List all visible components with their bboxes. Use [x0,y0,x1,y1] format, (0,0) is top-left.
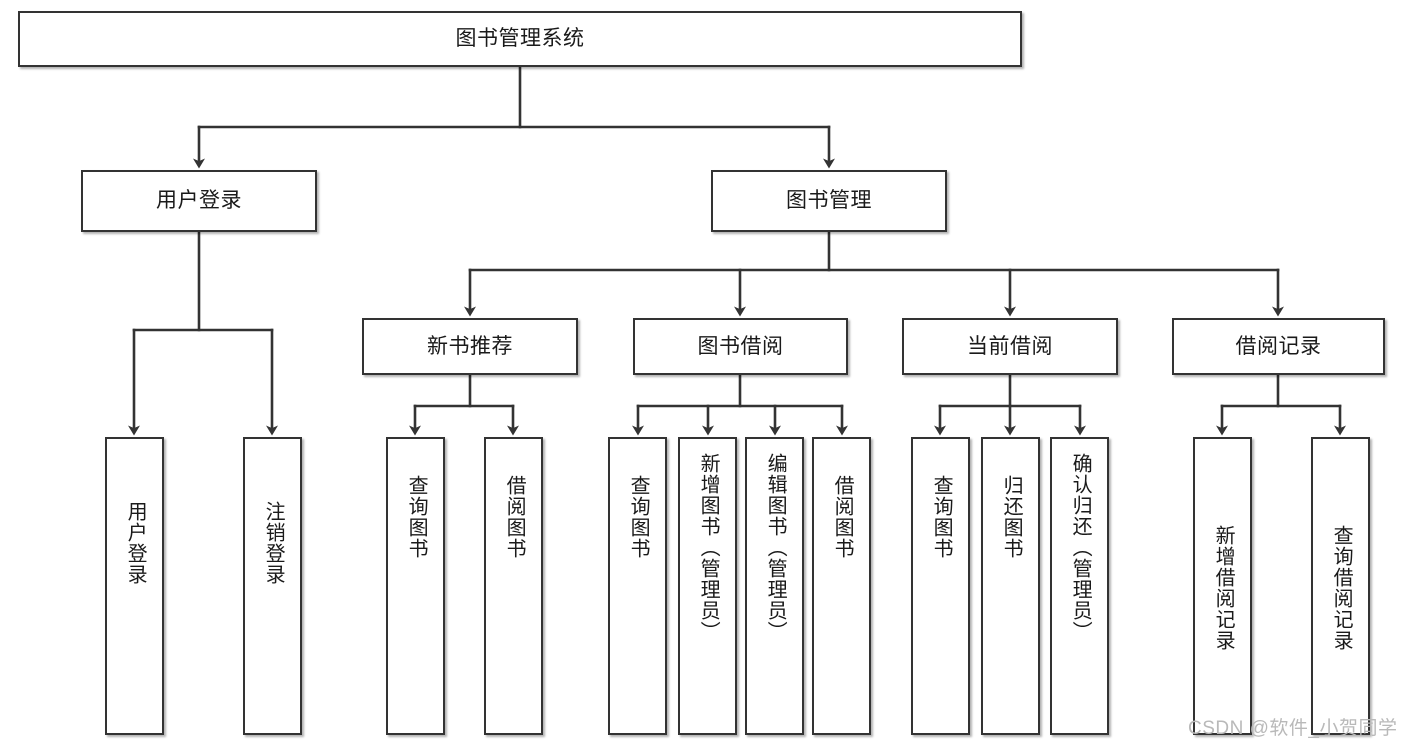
node-label: 图书借阅 [697,334,784,358]
node-user-login[interactable]: 用户登录 [81,170,317,232]
node-label: 编辑图书（管理员） [764,453,787,642]
leaf-query-book-bb[interactable]: 查询图书 [608,437,667,735]
node-label: 查询图书 [627,475,650,559]
leaf-query-book-cb[interactable]: 查询图书 [911,437,970,735]
node-book-management[interactable]: 图书管理 [711,170,947,232]
leaf-borrow-book-bb[interactable]: 借阅图书 [812,437,871,735]
leaf-borrow-book-nb[interactable]: 借阅图书 [484,437,543,735]
node-label: 当前借阅 [967,334,1053,358]
node-label: 查询借阅记录 [1330,525,1353,651]
node-label: 查询图书 [930,475,953,559]
node-current-borrow[interactable]: 当前借阅 [902,318,1118,375]
node-label: 图书管理 [786,189,872,213]
leaf-query-book-nb[interactable]: 查询图书 [386,437,445,735]
node-label: 确认归还（管理员） [1069,453,1092,642]
leaf-user-login[interactable]: 用户登录 [105,437,164,735]
node-label: 新增借阅记录 [1212,525,1235,651]
leaf-add-borrow-record[interactable]: 新增借阅记录 [1193,437,1252,735]
watermark: CSDN @软件_小贺同学 [1188,718,1398,739]
leaf-return-book[interactable]: 归还图书 [981,437,1040,735]
node-label: 新书推荐 [427,334,513,358]
node-label: 查询图书 [405,475,428,559]
leaf-add-book-admin[interactable]: 新增图书（管理员） [678,437,737,735]
node-label: 借阅图书 [503,475,526,559]
node-label: 归还图书 [1000,475,1023,559]
node-borrow-records[interactable]: 借阅记录 [1172,318,1385,375]
node-new-book-recommend[interactable]: 新书推荐 [362,318,578,375]
node-label: 借阅记录 [1235,334,1322,358]
leaf-edit-book-admin[interactable]: 编辑图书（管理员） [745,437,804,735]
node-root-book-management-system[interactable]: 图书管理系统 [18,11,1022,67]
leaf-query-borrow-record[interactable]: 查询借阅记录 [1311,437,1370,735]
leaf-logout[interactable]: 注销登录 [243,437,302,735]
node-label: 注销登录 [262,501,285,585]
node-label: 用户登录 [156,189,242,213]
leaf-confirm-return-admin[interactable]: 确认归还（管理员） [1050,437,1109,735]
node-book-borrow[interactable]: 图书借阅 [633,318,848,375]
node-label: 用户登录 [124,501,147,585]
node-label: 新增图书（管理员） [697,453,720,642]
node-label: 图书管理系统 [455,27,585,51]
node-label: 借阅图书 [831,475,854,559]
